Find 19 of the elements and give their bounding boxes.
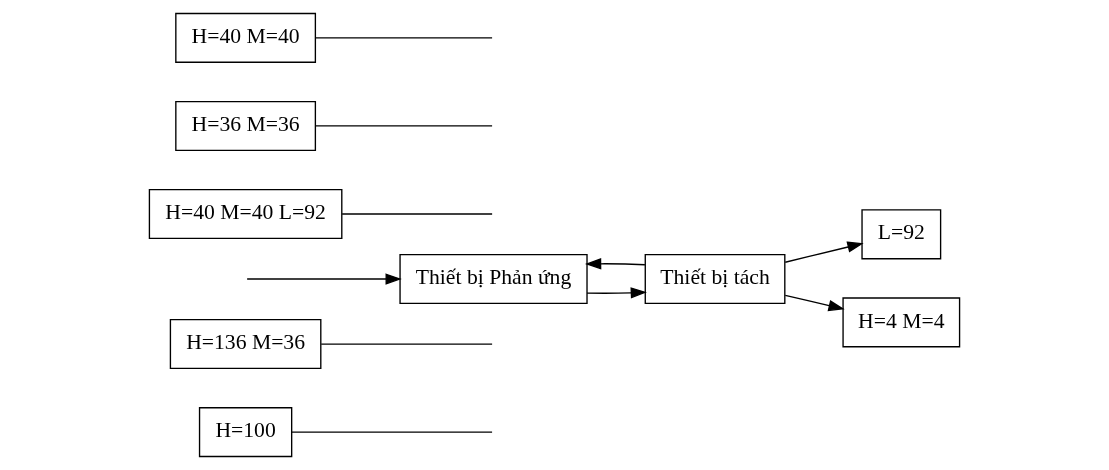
node-box: Thiết bị tách xyxy=(644,253,786,305)
node-box: H=36 M=36 xyxy=(175,100,317,151)
arrow xyxy=(246,273,402,285)
node-box: Thiết bị Phản ứng xyxy=(399,253,588,305)
arrow xyxy=(784,241,864,263)
node-box: H=136 M=36 xyxy=(169,319,322,370)
connector xyxy=(315,37,493,39)
arrow xyxy=(585,258,646,270)
connector xyxy=(341,213,493,215)
node-box: H=4 M=4 xyxy=(842,297,961,348)
node-box: H=100 xyxy=(198,407,293,458)
node-box: H=40 M=40 xyxy=(175,12,317,63)
connector xyxy=(291,431,493,433)
arrow xyxy=(586,287,647,299)
connector xyxy=(320,343,493,345)
connector xyxy=(315,125,493,127)
node-box: H=40 M=40 L=92 xyxy=(148,188,343,240)
node-box: L=92 xyxy=(861,209,942,260)
arrow xyxy=(784,294,845,312)
